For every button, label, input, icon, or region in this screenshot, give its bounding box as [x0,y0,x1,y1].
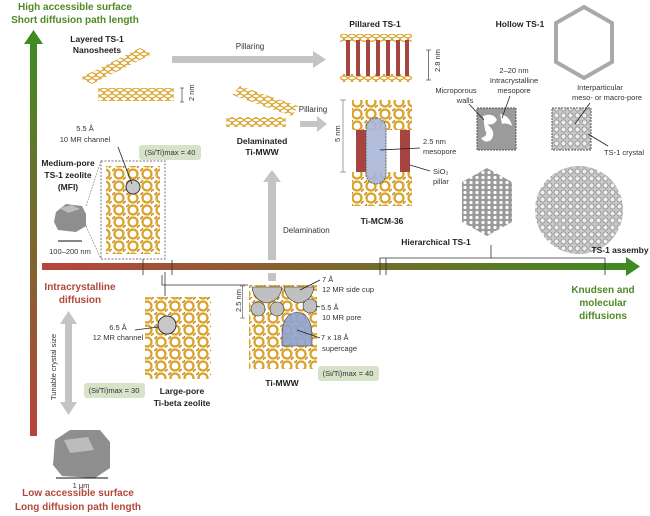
delamination-arrow [268,180,276,260]
beta-structure [145,297,211,379]
beta-channel-label: 12 MR channel [93,333,144,342]
delaminated-sheet-lower [226,117,286,127]
left-label-2: diffusion [59,295,101,306]
pillar-label: pillar [433,177,449,186]
pillared-thickness: 2.8 nm [433,49,442,72]
meso-label-1: Intracrystalline [490,76,538,85]
mww-ratio-badge [318,366,379,381]
hierarchical-hexagon [462,168,512,236]
mww-cages [250,286,318,347]
nanosheet-upper [80,48,152,84]
beta-channel-circle [157,315,177,335]
assembly-inset [551,107,592,151]
interparticular-label-2: meso- or macro-pore [572,93,642,102]
nanosheet-lower [98,88,174,101]
supercage-label: supercage [322,344,357,353]
delaminated-sheet-upper [232,86,298,116]
horizontal-gradient-axis [42,263,628,270]
pillaring-small-label: Pillaring [299,105,327,114]
right-arrowhead-icon [626,257,640,276]
crystal-size: 1 μm [73,481,90,490]
top-label-1: High accessible surface [18,2,132,13]
mww-pore-size: 5.5 Å [321,303,339,312]
beta-title-2: Ti-beta zeolite [154,398,211,408]
nanosheets-title-1: Layered TS-1 [70,34,124,44]
pillared-structure [340,34,412,82]
mcm36-title: Ti-MCM-36 [361,216,404,226]
right-label-3: diffusions [579,311,627,322]
nanosheet-thickness: 2 nm [187,84,196,101]
hierarchical-title: Hierarchical TS-1 [401,237,471,247]
side-cup-size: 7 Å [322,275,333,284]
bottom-label-2: Long diffusion path length [15,502,141,513]
up-arrowhead-icon [24,30,43,44]
mfi-inset-box [100,160,166,260]
hollow-title: Hollow TS-1 [496,19,545,29]
ts1-crystal-label: TS-1 crystal [604,148,644,157]
beta-channel-size: 6.5 Å [109,323,127,332]
mfi-ratio: (Si/Ti)max = 40 [145,148,196,157]
mfi-structure [106,166,160,254]
hierarchy-bracket [379,245,606,275]
tunable-label: Tunable crystal size [49,334,58,400]
pillared-title: Pillared TS-1 [349,19,401,29]
beta-ratio: (Si/Ti)max = 30 [89,386,140,395]
mww-pore-label: 10 MR pore [322,313,361,322]
meso-label-2: mesopore [497,86,530,95]
mfi-title-1: Medium-pore [41,158,95,168]
mfi-channel-label: 10 MR channel [60,135,111,144]
top-label-2: Short diffusion path length [11,15,139,26]
sio2-label: SiO₂ [433,167,449,176]
mfi-title-2: TS-1 zeolite [44,170,92,180]
mww-ratio: (Si/Ti)max = 40 [323,369,374,378]
beta-ratio-badge [84,383,145,398]
vertical-gradient-axis [30,42,37,436]
hollow-hexagon [554,4,614,81]
left-label-1: Intracrystalline [44,282,116,293]
delamination-label: Delamination [283,226,330,235]
pillaring-small-arrow [300,121,318,127]
walls-label-2: walls [456,96,474,105]
mfi-crystal [54,204,86,232]
mfi-ratio-badge [139,145,201,160]
delaminated-title-2: Ti-MWW [245,147,279,157]
side-cup-label: 12 MR side cup [322,285,374,294]
mfi-title-3: (MFI) [58,182,78,192]
beta-title-1: Large-pore [160,386,205,396]
delaminated-title-1: Delaminated [237,136,288,146]
hierarchical-inset [476,107,517,151]
assembly-sphere [535,166,623,254]
supercage-size: 7 x 18 Å [321,333,349,342]
assembly-title: TS-1 assemby [591,245,648,255]
walls-label-1: Microporous [435,86,477,95]
tunable-size-arrow [65,322,72,404]
right-label-1: Knudsen and [571,285,634,296]
right-label-2: molecular [579,298,626,309]
mcm36-structure [352,100,412,206]
bottom-label-1: Low accessible surface [22,488,134,499]
pillaring-arrow [172,56,315,63]
mfi-channel-circle [125,179,141,195]
mww-height: 2.5 nm [234,289,243,312]
mesopore-size: 2.5 nm [423,137,446,146]
mcm36-height: 5 nm [333,125,342,142]
large-crystal [53,430,110,478]
nanosheets-title-2: Nanosheets [73,45,121,55]
mesopore-label: mesopore [423,147,456,156]
interparticular-label-1: Interparticular [577,83,623,92]
mww-title: Ti-MWW [265,378,299,388]
meso-size: 2–20 nm [499,66,528,75]
pillaring-label: Pillaring [236,42,264,51]
mfi-channel-size: 5.5 Å [76,124,94,133]
mfi-size: 100–200 nm [49,247,91,256]
